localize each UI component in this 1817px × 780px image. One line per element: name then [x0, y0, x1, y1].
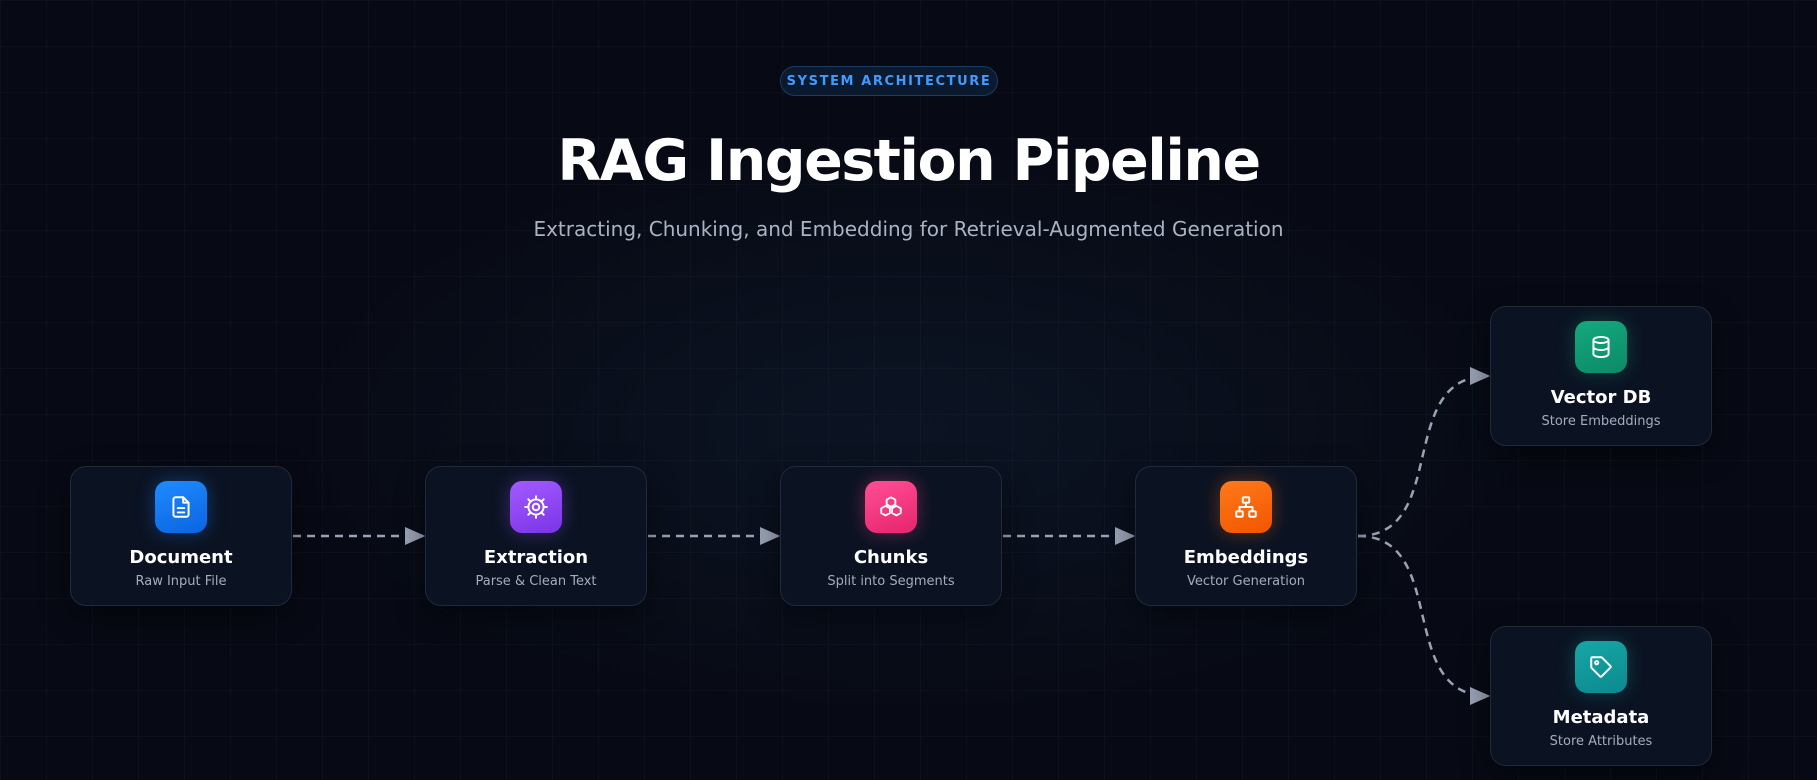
database-icon — [1575, 321, 1627, 373]
node-sublabel: Store Attributes — [1549, 734, 1653, 749]
page-subtitle: Extracting, Chunking, and Embedding for … — [533, 217, 1284, 241]
document-icon — [155, 481, 207, 533]
node-sublabel: Store Embeddings — [1541, 414, 1661, 429]
edge-embeddings-metadata — [1357, 534, 1491, 705]
node-metadata[interactable]: Metadata Store Attributes — [1490, 626, 1712, 766]
tag-icon — [1575, 641, 1627, 693]
node-vector-db[interactable]: Vector DB Store Embeddings — [1490, 306, 1712, 446]
node-label: Vector DB — [1550, 387, 1652, 408]
node-sublabel: Raw Input File — [135, 574, 227, 589]
network-icon — [1220, 481, 1272, 533]
page-title: RAG Ingestion Pipeline — [557, 128, 1261, 194]
node-label: Extraction — [483, 547, 589, 568]
node-label: Metadata — [1552, 707, 1650, 728]
node-sublabel: Vector Generation — [1186, 574, 1306, 589]
node-extraction[interactable]: Extraction Parse & Clean Text — [425, 466, 647, 606]
node-label: Document — [129, 547, 233, 568]
node-chunks[interactable]: Chunks Split into Segments — [780, 466, 1002, 606]
gear-icon — [510, 481, 562, 533]
edge-embeddings-vectordb — [1357, 367, 1491, 538]
node-document[interactable]: Document Raw Input File — [70, 466, 292, 606]
node-label: Embeddings — [1183, 547, 1309, 568]
cubes-icon — [865, 481, 917, 533]
section-badge: SYSTEM ARCHITECTURE — [780, 66, 998, 96]
node-sublabel: Parse & Clean Text — [475, 574, 597, 589]
node-sublabel: Split into Segments — [827, 574, 955, 589]
node-embeddings[interactable]: Embeddings Vector Generation — [1135, 466, 1357, 606]
node-label: Chunks — [853, 547, 929, 568]
